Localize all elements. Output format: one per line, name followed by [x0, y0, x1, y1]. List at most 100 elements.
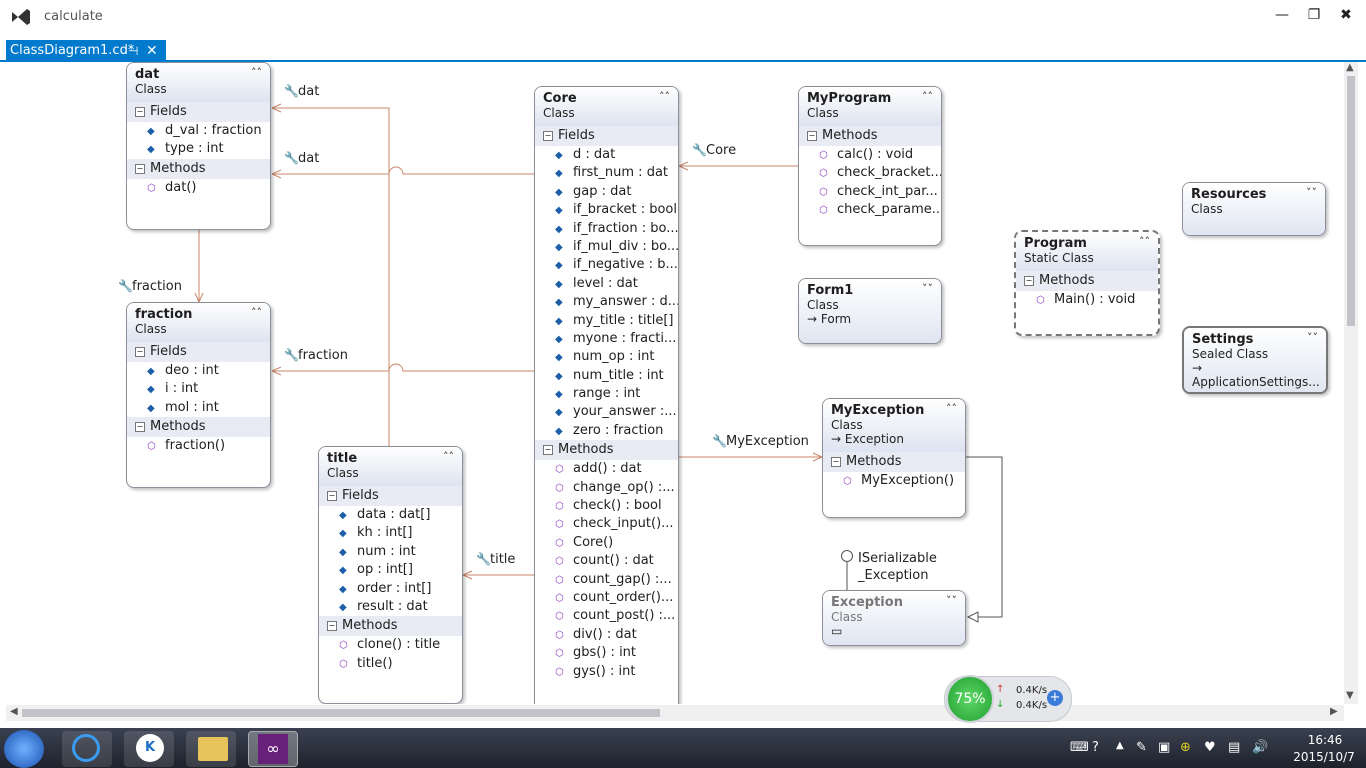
expand-chevron-icon[interactable]: ˅˅ [922, 282, 933, 295]
method-item[interactable]: ⬡Core() [535, 534, 678, 552]
fields-section-header[interactable]: −Fields [127, 102, 270, 122]
field-item[interactable]: ◆data : dat[] [319, 506, 462, 524]
field-item[interactable]: ◆first_num : dat [535, 164, 678, 182]
collapse-toggle-icon[interactable]: − [327, 621, 337, 632]
clock-date[interactable]: 2015/10/7 [1293, 750, 1355, 764]
methods-section-header[interactable]: −Methods [127, 158, 270, 179]
collapse-toggle-icon[interactable]: − [135, 107, 145, 117]
class-dat[interactable]: dat Class ˄˄ −Fields ◆d_val : fraction ◆… [126, 62, 271, 230]
method-item[interactable]: ⬡div() : dat [535, 626, 678, 644]
expand-chevron-icon[interactable]: ˅˅ [946, 594, 957, 607]
collapse-chevron-icon[interactable]: ˄˄ [659, 90, 670, 103]
scroll-down-icon[interactable]: ▼ [1346, 690, 1354, 701]
collapse-toggle-icon[interactable]: − [543, 445, 553, 456]
methods-section-header[interactable]: −Methods [823, 452, 965, 472]
horizontal-scroll-thumb[interactable] [22, 709, 660, 717]
collapse-toggle-icon[interactable]: − [807, 131, 817, 141]
collapse-chevron-icon[interactable]: ˄˄ [251, 66, 262, 79]
methods-section-header[interactable]: −Methods [127, 417, 270, 438]
field-item[interactable]: ◆if_bracket : bool [535, 201, 678, 219]
method-item[interactable]: ⬡dat() [127, 179, 270, 197]
field-item[interactable]: ◆if_mul_div : bo... [535, 238, 678, 256]
volume-icon[interactable]: 🔊 [1252, 740, 1269, 755]
close-tab-button[interactable]: ✕ [146, 43, 158, 59]
class-core[interactable]: Core Class ˄˄ −Fields ◆d : dat◆first_num… [534, 86, 679, 704]
field-item[interactable]: ◆zero : fraction [535, 422, 678, 440]
class-fraction[interactable]: fraction Class ˄˄ −Fields ◆deo : int ◆i … [126, 302, 271, 488]
clock-time[interactable]: 16:46 [1307, 733, 1343, 747]
fields-section-header[interactable]: −Fields [319, 486, 462, 506]
network-tray-icon[interactable]: ▤ [1228, 740, 1241, 755]
class-myprogram[interactable]: MyProgram Class ˄˄ −Methods ⬡calc() : vo… [798, 86, 942, 246]
class-resources[interactable]: Resources Class ˅˅ [1182, 182, 1326, 236]
field-item[interactable]: ◆my_answer : d... [535, 293, 678, 311]
help-icon[interactable]: ? [1092, 740, 1099, 755]
methods-section-header[interactable]: −Methods [535, 440, 678, 461]
collapse-toggle-icon[interactable]: − [135, 422, 145, 433]
method-item[interactable]: ⬡check_int_par... [799, 183, 941, 201]
collapse-toggle-icon[interactable]: − [327, 491, 337, 501]
scroll-up-icon[interactable]: ▲ [1346, 62, 1354, 73]
field-item[interactable]: ◆range : int [535, 385, 678, 403]
collapse-chevron-icon[interactable]: ˄˄ [251, 306, 262, 319]
security-icon[interactable]: ⊕ [1180, 740, 1191, 755]
method-item[interactable]: ⬡check_input()... [535, 515, 678, 533]
method-item[interactable]: ⬡change_op() :... [535, 479, 678, 497]
field-item[interactable]: ◆your_answer :... [535, 403, 678, 421]
method-item[interactable]: ⬡gys() : int [535, 663, 678, 681]
method-item[interactable]: ⬡clone() : title [319, 636, 462, 654]
methods-section-header[interactable]: −Methods [319, 616, 462, 637]
class-myexception[interactable]: MyException Class → Exception ˄˄ −Method… [822, 398, 966, 518]
method-item[interactable]: ⬡count_post() :... [535, 607, 678, 625]
collapse-chevron-icon[interactable]: ˄˄ [1139, 235, 1150, 248]
method-item[interactable]: ⬡title() [319, 655, 462, 673]
class-exception[interactable]: Exception Class ▭ ˅˅ [822, 590, 966, 646]
method-item[interactable]: ⬡Main() : void [1016, 291, 1158, 309]
expand-chevron-icon[interactable]: ˅˅ [1307, 331, 1318, 344]
field-item[interactable]: ◆type : int [127, 140, 270, 158]
method-item[interactable]: ⬡check_parame... [799, 201, 941, 219]
field-item[interactable]: ◆level : dat [535, 275, 678, 293]
scroll-left-icon[interactable]: ◀ [10, 706, 18, 717]
minimize-button[interactable]: — [1275, 7, 1289, 23]
method-item[interactable]: ⬡count_order()... [535, 589, 678, 607]
method-item[interactable]: ⬡gbs() : int [535, 644, 678, 662]
field-item[interactable]: ◆d : dat [535, 146, 678, 164]
field-item[interactable]: ◆gap : dat [535, 183, 678, 201]
collapse-toggle-icon[interactable]: − [1024, 276, 1034, 286]
restore-button[interactable]: ❐ [1307, 7, 1321, 23]
tab-classdiagram[interactable]: ClassDiagram1.cd* [6, 40, 166, 62]
field-item[interactable]: ◆op : int[] [319, 561, 462, 579]
add-icon[interactable]: + [1047, 690, 1063, 706]
method-item[interactable]: ⬡count_gap() :... [535, 571, 678, 589]
vertical-scroll-thumb[interactable] [1347, 76, 1355, 326]
collapse-toggle-icon[interactable]: − [135, 347, 145, 357]
field-item[interactable]: ◆mol : int [127, 399, 270, 417]
method-item[interactable]: ⬡add() : dat [535, 460, 678, 478]
keyboard-icon[interactable]: ⌨ [1070, 740, 1089, 755]
class-program[interactable]: Program Static Class ˄˄ −Methods ⬡Main()… [1014, 230, 1160, 336]
pen-icon[interactable]: ✎ [1136, 740, 1147, 755]
method-item[interactable]: ⬡count() : dat [535, 552, 678, 570]
collapse-chevron-icon[interactable]: ˄˄ [922, 90, 933, 103]
field-item[interactable]: ◆kh : int[] [319, 524, 462, 542]
collapse-toggle-icon[interactable]: − [831, 457, 841, 467]
collapse-chevron-icon[interactable]: ˄˄ [946, 402, 957, 415]
field-item[interactable]: ◆num : int [319, 543, 462, 561]
tray-expand-icon[interactable]: ▲ [1116, 740, 1124, 751]
method-item[interactable]: ⬡calc() : void [799, 146, 941, 164]
device-icon[interactable]: ▣ [1158, 740, 1171, 755]
close-window-button[interactable]: ✖ [1340, 7, 1352, 23]
field-item[interactable]: ◆i : int [127, 380, 270, 398]
method-item[interactable]: ⬡MyException() [823, 472, 965, 490]
fields-section-header[interactable]: −Fields [535, 126, 678, 146]
field-item[interactable]: ◆result : dat [319, 598, 462, 616]
field-item[interactable]: ◆d_val : fraction [127, 122, 270, 140]
field-item[interactable]: ◆if_fraction : bo... [535, 220, 678, 238]
start-button[interactable] [4, 730, 44, 768]
class-form1[interactable]: Form1 Class → Form ˅˅ [798, 278, 942, 344]
collapse-toggle-icon[interactable]: − [543, 131, 553, 141]
field-item[interactable]: ◆myone : fracti... [535, 330, 678, 348]
scroll-right-icon[interactable]: ▶ [1330, 706, 1338, 717]
field-item[interactable]: ◆num_op : int [535, 348, 678, 366]
